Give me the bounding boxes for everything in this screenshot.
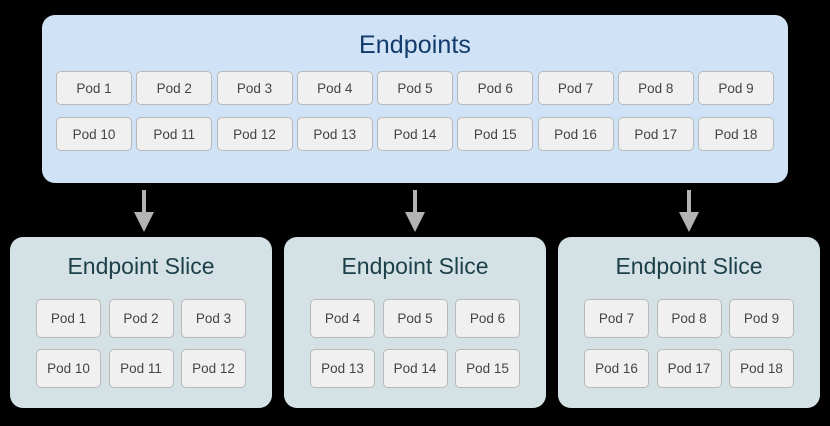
- pod-box[interactable]: Pod 6: [455, 299, 520, 338]
- pod-box[interactable]: Pod 6: [457, 71, 534, 105]
- pod-box[interactable]: Pod 8: [617, 71, 694, 105]
- pod-box[interactable]: Pod 16: [584, 349, 649, 388]
- endpoint-slice-pod-row: Pod 13 Pod 14 Pod 15: [310, 349, 520, 388]
- pod-box[interactable]: Pod 7: [537, 71, 614, 105]
- endpoint-slice-pod-row: Pod 1 Pod 2 Pod 3: [36, 299, 246, 338]
- pod-box[interactable]: Pod 11: [108, 349, 174, 388]
- endpoint-slice-title: Endpoint Slice: [67, 253, 215, 279]
- endpoint-slice-panel-1: Endpoint Slice Pod 1 Pod 2 Pod 3 Pod 10 …: [10, 237, 272, 408]
- pod-box[interactable]: Pod 1: [36, 299, 101, 338]
- pod-box[interactable]: Pod 2: [108, 299, 174, 338]
- pod-box[interactable]: Pod 9: [729, 299, 794, 338]
- pod-box[interactable]: Pod 12: [181, 349, 246, 388]
- endpoints-panel: Endpoints Pod 1 Pod 2 Pod 3 Pod 4 Pod 5 …: [42, 15, 788, 183]
- pod-box[interactable]: Pod 9: [698, 71, 774, 105]
- pod-box[interactable]: Pod 18: [729, 349, 794, 388]
- endpoint-slice-pod-row: Pod 10 Pod 11 Pod 12: [36, 349, 246, 388]
- endpoint-slice-pod-grid: Pod 7 Pod 8 Pod 9 Pod 16 Pod 17 Pod 18: [584, 299, 794, 399]
- pod-box[interactable]: Pod 15: [455, 349, 520, 388]
- endpoints-pod-grid: Pod 1 Pod 2 Pod 3 Pod 4 Pod 5 Pod 6 Pod …: [56, 71, 774, 163]
- pod-box[interactable]: Pod 3: [181, 299, 246, 338]
- pod-box[interactable]: Pod 12: [216, 117, 293, 151]
- endpoint-slice-pod-row: Pod 16 Pod 17 Pod 18: [584, 349, 794, 388]
- endpoints-title: Endpoints: [358, 31, 472, 59]
- endpoint-slice-pod-row: Pod 4 Pod 5 Pod 6: [310, 299, 520, 338]
- pod-box[interactable]: Pod 17: [656, 349, 722, 388]
- endpoint-slice-pod-grid: Pod 4 Pod 5 Pod 6 Pod 13 Pod 14 Pod 15: [310, 299, 520, 399]
- pod-box[interactable]: Pod 16: [537, 117, 614, 151]
- endpoint-slice-title: Endpoint Slice: [341, 253, 489, 279]
- endpoint-slice-pod-row: Pod 7 Pod 8 Pod 9: [584, 299, 794, 338]
- endpoint-slice-panel-3: Endpoint Slice Pod 7 Pod 8 Pod 9 Pod 16 …: [558, 237, 820, 408]
- arrow-down-icon: [134, 190, 154, 232]
- pod-box[interactable]: Pod 10: [36, 349, 101, 388]
- pod-box[interactable]: Pod 14: [377, 117, 453, 151]
- endpoint-slice-pod-grid: Pod 1 Pod 2 Pod 3 Pod 10 Pod 11 Pod 12: [36, 299, 246, 399]
- pod-box[interactable]: Pod 10: [56, 117, 132, 151]
- endpoints-pod-row: Pod 1 Pod 2 Pod 3 Pod 4 Pod 5 Pod 6 Pod …: [56, 71, 774, 105]
- pod-box[interactable]: Pod 3: [216, 71, 293, 105]
- pod-box[interactable]: Pod 14: [382, 349, 448, 388]
- pod-box[interactable]: Pod 5: [377, 71, 453, 105]
- pod-box[interactable]: Pod 8: [656, 299, 722, 338]
- pod-box[interactable]: Pod 4: [310, 299, 375, 338]
- arrow-down-icon: [679, 190, 699, 232]
- arrow-down-icon: [405, 190, 425, 232]
- endpoint-slice-panel-2: Endpoint Slice Pod 4 Pod 5 Pod 6 Pod 13 …: [284, 237, 546, 408]
- pod-box[interactable]: Pod 7: [584, 299, 649, 338]
- pod-box[interactable]: Pod 18: [698, 117, 774, 151]
- pod-box[interactable]: Pod 4: [296, 71, 373, 105]
- pod-box[interactable]: Pod 13: [310, 349, 375, 388]
- pod-box[interactable]: Pod 5: [382, 299, 448, 338]
- pod-box[interactable]: Pod 15: [457, 117, 534, 151]
- endpoint-slice-title: Endpoint Slice: [615, 253, 763, 279]
- pod-box[interactable]: Pod 17: [617, 117, 694, 151]
- pod-box[interactable]: Pod 2: [136, 71, 213, 105]
- endpoints-pod-row: Pod 10 Pod 11 Pod 12 Pod 13 Pod 14 Pod 1…: [56, 117, 774, 151]
- pod-box[interactable]: Pod 1: [56, 71, 132, 105]
- pod-box[interactable]: Pod 11: [136, 117, 213, 151]
- pod-box[interactable]: Pod 13: [296, 117, 373, 151]
